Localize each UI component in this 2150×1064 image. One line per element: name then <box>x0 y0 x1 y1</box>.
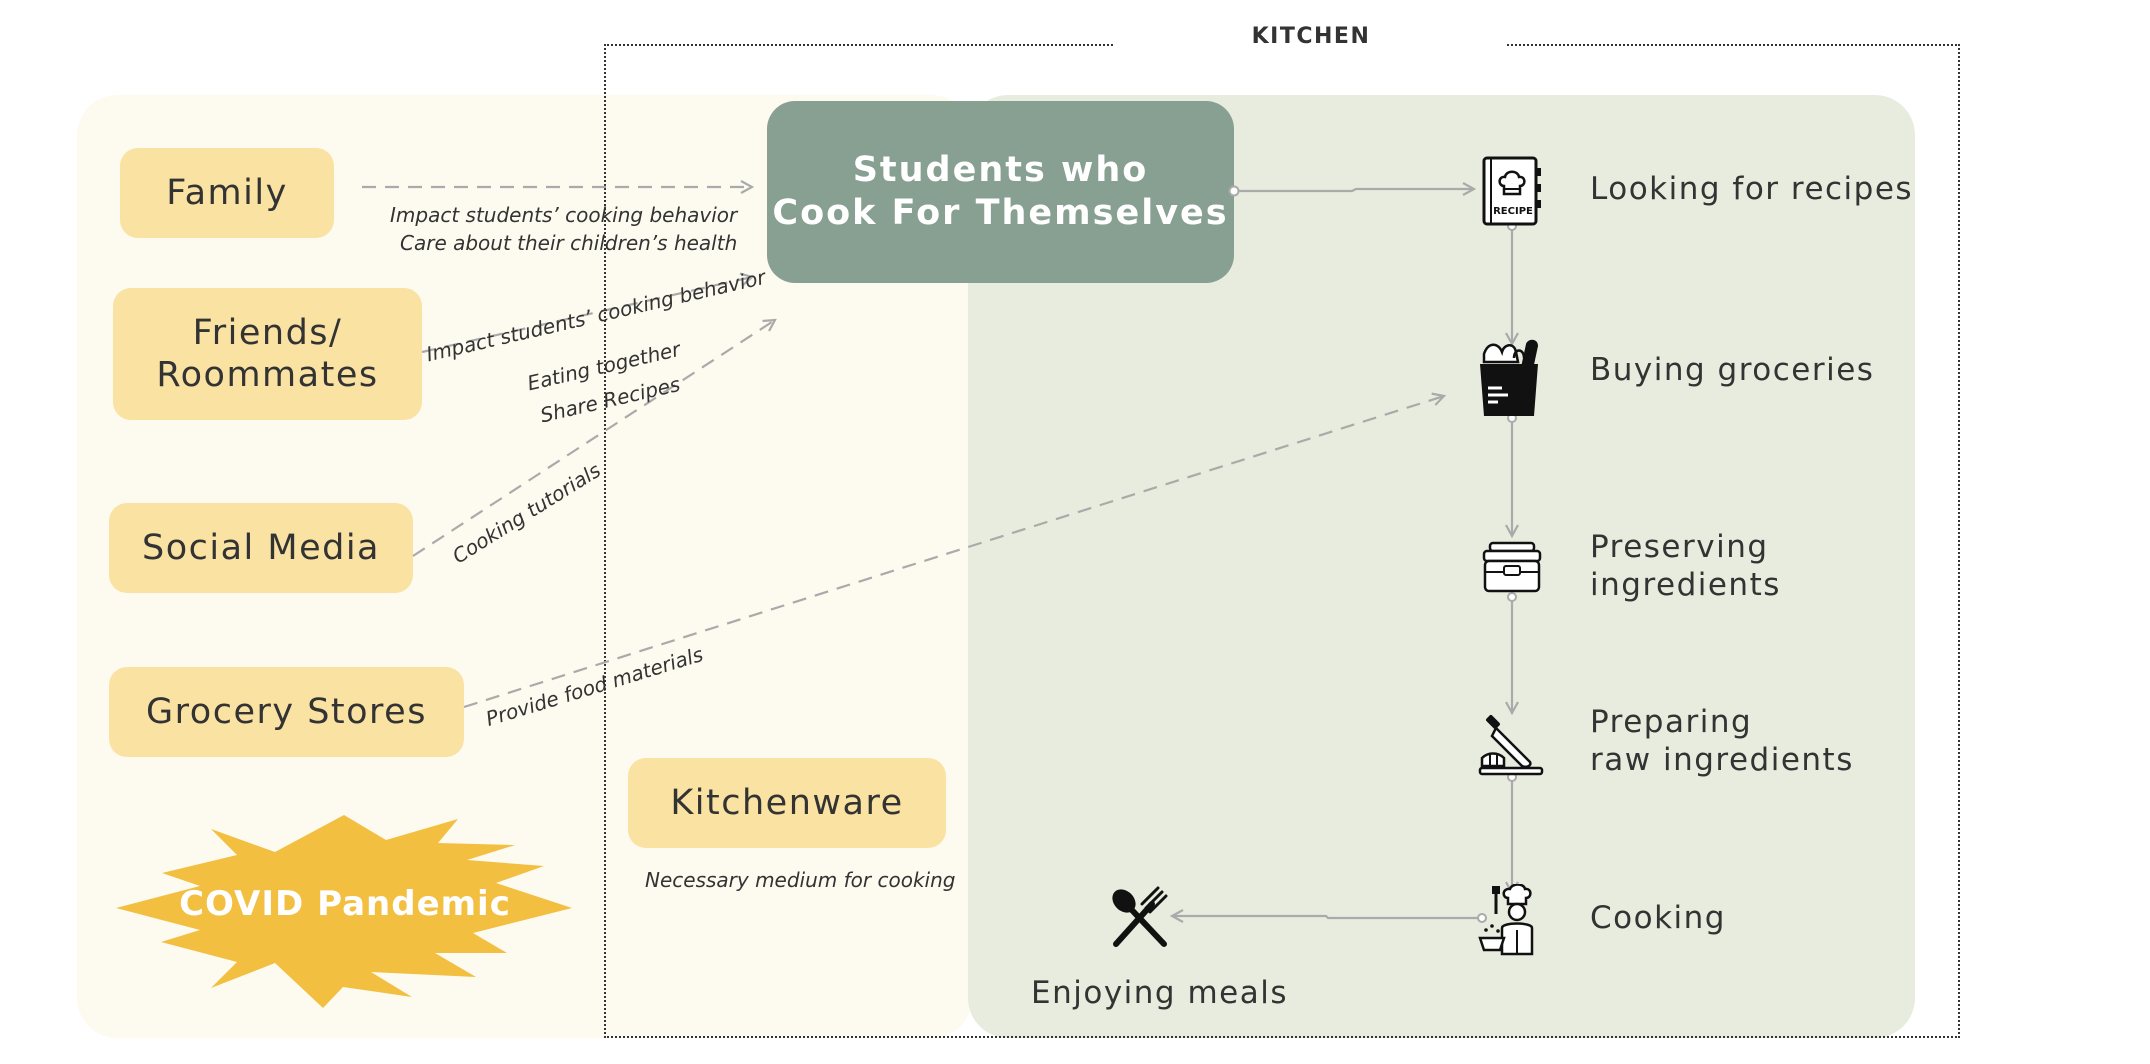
step-cooking: Cooking <box>1590 900 1726 936</box>
social-media-arrow <box>412 320 775 557</box>
chef-cooking-icon <box>1478 884 1534 956</box>
grocery-stores-node: Grocery Stores <box>109 667 464 757</box>
family-relation-2: Care about their children’s health <box>400 231 738 255</box>
kitchen-label: KITCHEN <box>1251 24 1371 49</box>
kitchenware-relation: Necessary medium for cooking <box>645 868 956 892</box>
recipe-book-icon-text: RECIPE <box>1493 206 1533 217</box>
central-to-recipes-arrow <box>1238 189 1474 191</box>
step-preparing-raw-ingredients: Preparing raw ingredients <box>1590 704 1854 778</box>
grocery-bag-icon <box>1480 339 1538 416</box>
kitchen-label-gap <box>1115 38 1507 52</box>
friends-roommates-node: Friends/ Roommates <box>113 288 422 420</box>
fork-spoon-icon <box>1112 886 1168 947</box>
recipe-book-icon: RECIPE <box>1482 156 1541 226</box>
covid-label: COVID Pandemic <box>179 884 511 924</box>
step-preserving-ingredients: Preserving ingredients <box>1590 529 1781 603</box>
family-node: Family <box>120 148 334 238</box>
food-container-icon <box>1482 541 1542 593</box>
cooking-to-enjoying-arrow <box>1172 916 1478 918</box>
covid-burst-shape <box>116 815 572 1008</box>
family-relation-1: Impact students’ cooking behavior <box>390 203 738 227</box>
students-cook-node: Students who Cook For Themselves <box>767 101 1234 283</box>
social-media-node: Social Media <box>109 503 413 593</box>
cutting-knife-icon <box>1478 715 1544 776</box>
grocery-arrow <box>463 396 1444 709</box>
step-looking-for-recipes: Looking for recipes <box>1590 171 1914 207</box>
kitchenware-node: Kitchenware <box>628 758 946 848</box>
friends-arrow <box>421 277 752 354</box>
step-buying-groceries: Buying groceries <box>1590 352 1875 388</box>
step-enjoying-meals: Enjoying meals <box>1031 975 1288 1011</box>
